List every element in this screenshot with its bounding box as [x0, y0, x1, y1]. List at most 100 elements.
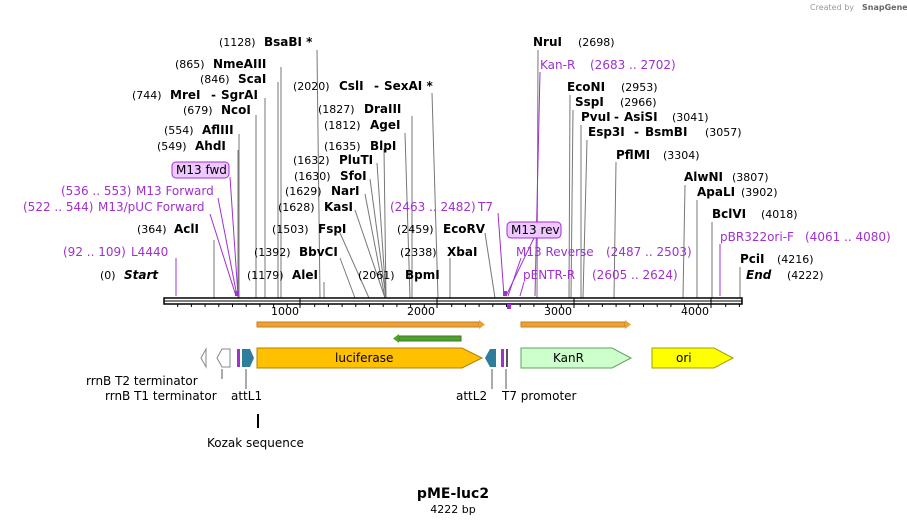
primer-range: (522 .. 544) [23, 200, 93, 214]
primer-range: (4061 .. 4080) [805, 230, 891, 244]
site-name: AsiSI [624, 110, 658, 124]
site-name: NruI [533, 35, 562, 49]
attl2-label: attL2 [456, 389, 487, 403]
svg-text:-: - [614, 110, 619, 124]
site-name: BclVI [712, 207, 746, 221]
site-pos: (2061) [358, 269, 395, 282]
features: luciferase KanR ori rrnB T2 terminator r… [86, 347, 735, 450]
site-pos: (1629) [285, 185, 322, 198]
site-name: BsaBI * [264, 35, 313, 49]
site-pos: (679) [183, 104, 213, 117]
primer-range: (536 .. 553) [61, 184, 131, 198]
site-pos: (2459) [397, 223, 434, 236]
luciferase-arrow [256, 347, 484, 369]
primer-range: (2605 .. 2624) [592, 268, 678, 282]
site-name: AgeI [370, 118, 400, 132]
site-pos: (846) [200, 73, 230, 86]
tick-label: 2000 [407, 305, 435, 318]
backbone: 1000 2000 3000 4000 [163, 291, 743, 318]
site-pos: (3041) [672, 111, 709, 124]
site-name: AflIII [202, 123, 234, 137]
site-name: NmeAIII [213, 57, 266, 71]
kozak-label: Kozak sequence [207, 436, 304, 450]
site-name: AhdI [195, 139, 226, 153]
site-name: SgrAI [221, 88, 258, 102]
primer-name: T7 [477, 200, 493, 214]
site-name: XbaI [447, 245, 477, 259]
primer-name: L4440 [131, 245, 168, 259]
tick-label: 3000 [544, 305, 572, 318]
site-name: SspI [575, 95, 604, 109]
site-pos: (3902) [741, 186, 778, 199]
site-pos: (2953) [621, 81, 658, 94]
site-pos: (744) [132, 89, 162, 102]
site-pos: (1179) [247, 269, 284, 282]
site-pos: (3807) [732, 171, 769, 184]
site-lines [213, 49, 741, 299]
orf-tracks [256, 320, 631, 343]
site-pos: (1392) [254, 246, 291, 259]
site-pos: (1630) [294, 170, 331, 183]
site-name: EcoRV [443, 222, 486, 236]
primer-name: M13/pUC Forward [98, 200, 205, 214]
site-name: End [746, 268, 772, 282]
site-pos: (1812) [324, 119, 361, 132]
primer-lines [175, 71, 721, 297]
credit-prefix: Created by [810, 3, 854, 12]
ori-label: ori [676, 351, 692, 365]
plasmid-name: pME-luc2 [417, 486, 489, 502]
site-pos: (4216) [777, 253, 814, 266]
site-name: AlwNI [684, 170, 723, 184]
site-name: SexAI * [384, 79, 433, 93]
primer-range: (2463 .. 2482) [390, 200, 476, 214]
attl2-arrow [485, 349, 496, 367]
site-name: PciI [740, 252, 765, 266]
site-name: MreI [170, 88, 200, 102]
svg-text:-: - [211, 88, 216, 102]
site-name: PluTI [339, 153, 373, 167]
svg-text:-: - [634, 125, 639, 139]
site-pos: (4222) [787, 269, 824, 282]
luciferase-label: luciferase [335, 351, 393, 365]
primer-range: (92 .. 109) [63, 245, 126, 259]
site-pos: (554) [164, 124, 194, 137]
site-name: KasI [324, 200, 353, 214]
site-labels: (0) Start End (4222) (364) AclI (549) Ah… [100, 35, 824, 282]
site-name: ScaI [238, 72, 266, 86]
rrnb-t1-label: rrnB T1 terminator [105, 389, 217, 403]
site-name: NcoI [221, 103, 251, 117]
site-pos: (0) [100, 269, 116, 282]
primer-range: (2487 .. 2503) [606, 245, 692, 259]
rrnb-t1-arrow [216, 348, 231, 368]
site-pos: (1128) [219, 36, 256, 49]
site-pos: (549) [157, 140, 187, 153]
site-name: SfoI [340, 169, 367, 183]
primer-name: M13 Forward [136, 184, 214, 198]
svg-text:-: - [374, 79, 379, 93]
site-pos: (1632) [293, 154, 330, 167]
site-pos: (865) [175, 58, 205, 71]
primer-name: M13 Reverse [516, 245, 594, 259]
primer-name: pENTR-R [523, 268, 575, 282]
rrnb-t2-label: rrnB T2 terminator [86, 374, 198, 388]
site-name: CslI [339, 79, 364, 93]
tick-label: 4000 [681, 305, 709, 318]
m13-rev-box[interactable]: M13 rev [506, 221, 562, 239]
kanr-arrow [520, 347, 633, 369]
site-name: BbvCI [299, 245, 338, 259]
primer-labels: (92 .. 109) L4440 (522 .. 544) M13/pUC F… [23, 58, 891, 282]
site-pos: (1635) [324, 140, 361, 153]
site-name: FspI [318, 222, 346, 236]
site-name: BlpI [370, 139, 396, 153]
m13-fwd-box[interactable]: M13 fwd [171, 161, 230, 179]
site-name: PvuI [581, 110, 611, 124]
attl1-label: attL1 [231, 389, 262, 403]
ori-arrow [651, 347, 735, 369]
site-name: BsmBI [645, 125, 687, 139]
site-name: AleI [292, 268, 318, 282]
rrnb-t2-arrow [200, 347, 207, 369]
plasmid-size: 4222 bp [430, 503, 475, 516]
primer-name: Kan-R [540, 58, 575, 72]
credit-brand: SnapGene [862, 3, 907, 12]
